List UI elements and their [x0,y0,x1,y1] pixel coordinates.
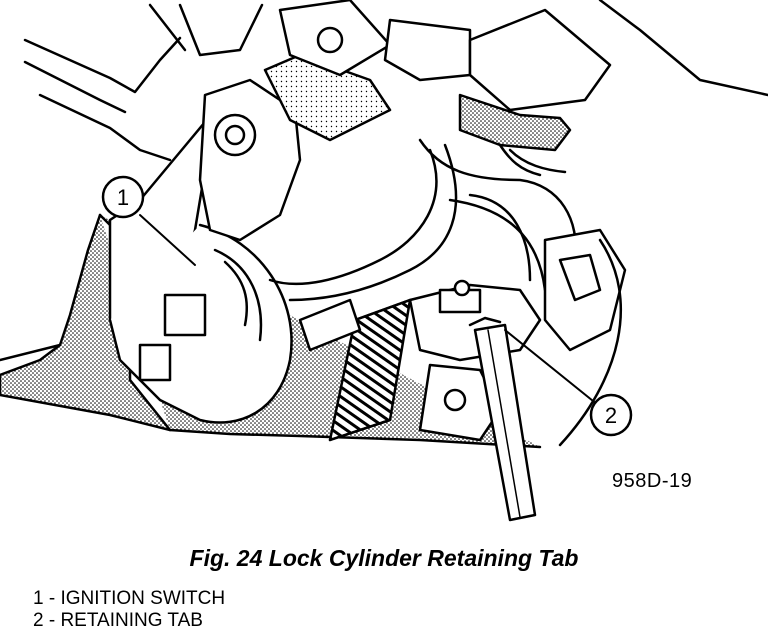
legend-item: 1 - IGNITION SWITCH [33,588,226,609]
technical-illustration: 1 2 [0,0,768,522]
legend: 1 - IGNITION SWITCH 2 - RETAINING TAB [33,588,225,632]
callout-2: 2 [589,393,633,437]
wire-harness [268,138,577,302]
callout-2-number: 2 [605,403,617,428]
callout-1-number: 1 [117,185,129,210]
upper-bracket [23,3,264,162]
harness-sleeve [328,298,412,442]
screwdriver [468,316,537,522]
leader-lines [139,214,599,406]
figure-id: 958D-19 [612,470,693,492]
ignition-switch [108,108,293,424]
callout-1: 1 [101,175,145,219]
figure-caption: Fig. 24 Lock Cylinder Retaining Tab [189,545,579,571]
column-housing [198,0,472,242]
legend-item: 2 - RETAINING TAB [33,610,203,631]
leader-line-2 [504,329,599,406]
leader-line-1 [139,214,196,266]
connector-block [458,0,768,152]
